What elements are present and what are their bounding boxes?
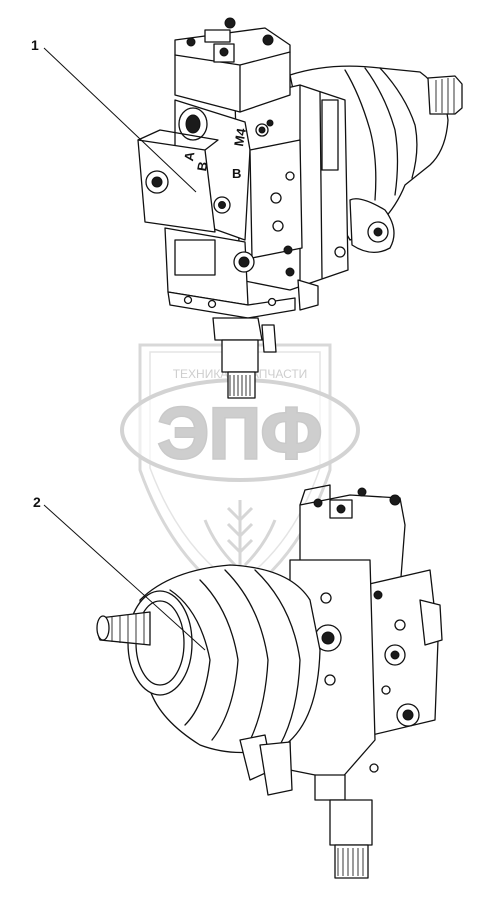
part-2-pump	[96, 484, 443, 879]
port-a-label: A	[181, 150, 198, 162]
callout-2-number: 2	[33, 494, 41, 510]
port-b-label: B	[194, 160, 210, 172]
port-b2-label: B	[232, 166, 241, 181]
watermark-wheat-icon	[203, 500, 277, 570]
callout-1-number: 1	[31, 37, 39, 53]
callout-2: 2	[33, 494, 206, 651]
callout-1: 1	[31, 37, 197, 193]
part-1-pump: A B M4 B	[137, 17, 463, 399]
port-m4-label: M4	[231, 126, 249, 147]
callout-2-leader-line	[43, 504, 206, 651]
callout-1-leader-line	[43, 47, 197, 193]
watermark-logo-letters: ЭПФ	[158, 394, 322, 474]
